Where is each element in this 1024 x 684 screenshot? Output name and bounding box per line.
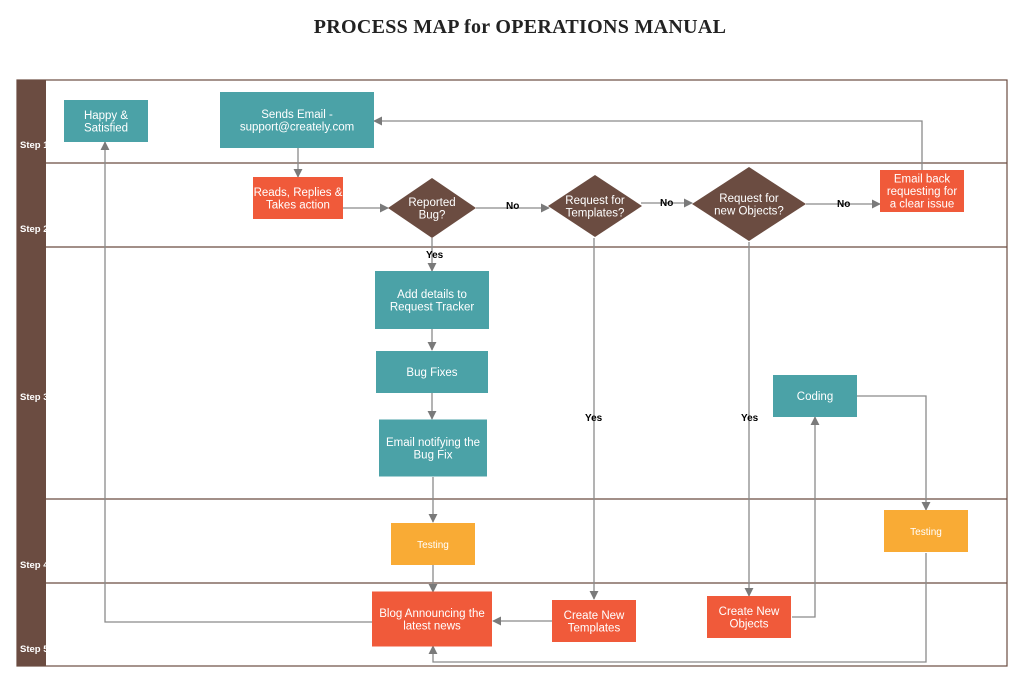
- edge-label-yes: Yes: [426, 250, 444, 261]
- lane-sidebar: [17, 80, 46, 666]
- page-title: PROCESS MAP for OPERATIONS MANUAL: [313, 16, 727, 38]
- edge-emailback-to-sends: [373, 116, 923, 170]
- edge-label-no: No: [506, 201, 519, 212]
- node-coding: Coding: [773, 375, 857, 417]
- node-label: Request Tracker: [390, 301, 475, 313]
- node-label: Objects: [730, 618, 769, 630]
- node-label: Takes action: [266, 199, 330, 211]
- swimlanes: Step 1 Step 2 Step 3 Step 4 Step 5: [16, 79, 1008, 667]
- node-shape: [773, 375, 857, 417]
- node-shape: [375, 271, 489, 329]
- edge-blog-to-happy: [100, 141, 372, 623]
- node-shape: [64, 100, 148, 142]
- node-shape: [880, 170, 964, 212]
- node-shape: [692, 167, 806, 241]
- node-reads-replies: Reads, Replies &Takes action: [253, 177, 343, 219]
- edge-label-no: No: [660, 198, 673, 209]
- edge-labels: No No No Yes Yes Yes: [426, 198, 850, 424]
- node-shape: [376, 351, 488, 393]
- node-shape: [253, 177, 343, 219]
- node-label: Bug?: [419, 209, 446, 221]
- node-shape: [379, 419, 487, 477]
- node-label: a clear issue: [890, 199, 955, 211]
- node-label: Testing: [910, 527, 942, 538]
- lane-label-step-4: Step 4: [20, 560, 49, 571]
- lane-label-step-5: Step 5: [20, 644, 49, 655]
- node-happy-satisfied: Happy &Satisfied: [64, 100, 148, 142]
- node-label: Request for: [719, 193, 779, 205]
- edge-label-yes: Yes: [585, 413, 603, 424]
- node-shape: [548, 175, 642, 237]
- nodes: Happy &Satisfied Sends Email -support@cr…: [64, 92, 968, 647]
- node-shape: [552, 600, 636, 642]
- node-sends-email: Sends Email -support@creately.com: [220, 92, 374, 148]
- node-testing-left: Testing: [391, 523, 475, 565]
- lane-label-step-1: Step 1: [20, 140, 49, 151]
- node-label: Reported: [408, 197, 455, 209]
- edge-testing-to-blog-return: [428, 553, 927, 663]
- node-bug-fixes: Bug Fixes: [376, 351, 488, 393]
- edge-label-yes: Yes: [741, 413, 759, 424]
- node-shape: [391, 523, 475, 565]
- node-label: Email back: [894, 174, 950, 186]
- node-label: Request for: [565, 195, 625, 207]
- node-testing-right: Testing: [884, 510, 968, 552]
- node-label: Testing: [417, 540, 449, 551]
- node-label: Create New: [564, 610, 625, 622]
- node-shape: [884, 510, 968, 552]
- node-label: Coding: [797, 391, 833, 403]
- node-label: Email notifying the: [386, 437, 480, 449]
- lane-label-step-3: Step 3: [20, 392, 49, 403]
- edge-label-no: No: [837, 199, 850, 210]
- edge-coding-to-testing: [857, 395, 931, 511]
- node-label: Sends Email -: [261, 109, 333, 121]
- node-label: latest news: [403, 620, 461, 632]
- node-label: Templates: [568, 622, 621, 634]
- node-label: Bug Fixes: [406, 367, 457, 379]
- connectors: [100, 116, 931, 663]
- node-label: Reads, Replies &: [254, 187, 343, 199]
- lane-frame: [16, 79, 1008, 667]
- node-label: support@creately.com: [240, 121, 354, 133]
- edge-create-objects-to-coding: [792, 416, 820, 618]
- node-label: Happy &: [84, 110, 128, 122]
- node-label: Satisfied: [84, 122, 128, 134]
- node-shape: [707, 596, 791, 638]
- node-shape: [220, 92, 374, 148]
- node-label: Blog Announcing the: [379, 608, 485, 620]
- node-label: Bug Fix: [414, 449, 453, 461]
- node-label: Templates?: [566, 207, 625, 219]
- lane-label-step-2: Step 2: [20, 224, 49, 235]
- node-shape: [388, 178, 476, 238]
- node-label: Add details to: [397, 289, 467, 301]
- node-label: Create New: [719, 606, 780, 618]
- node-label: requesting for: [887, 186, 957, 198]
- node-label: new Objects?: [714, 205, 784, 217]
- node-shape: [372, 591, 492, 647]
